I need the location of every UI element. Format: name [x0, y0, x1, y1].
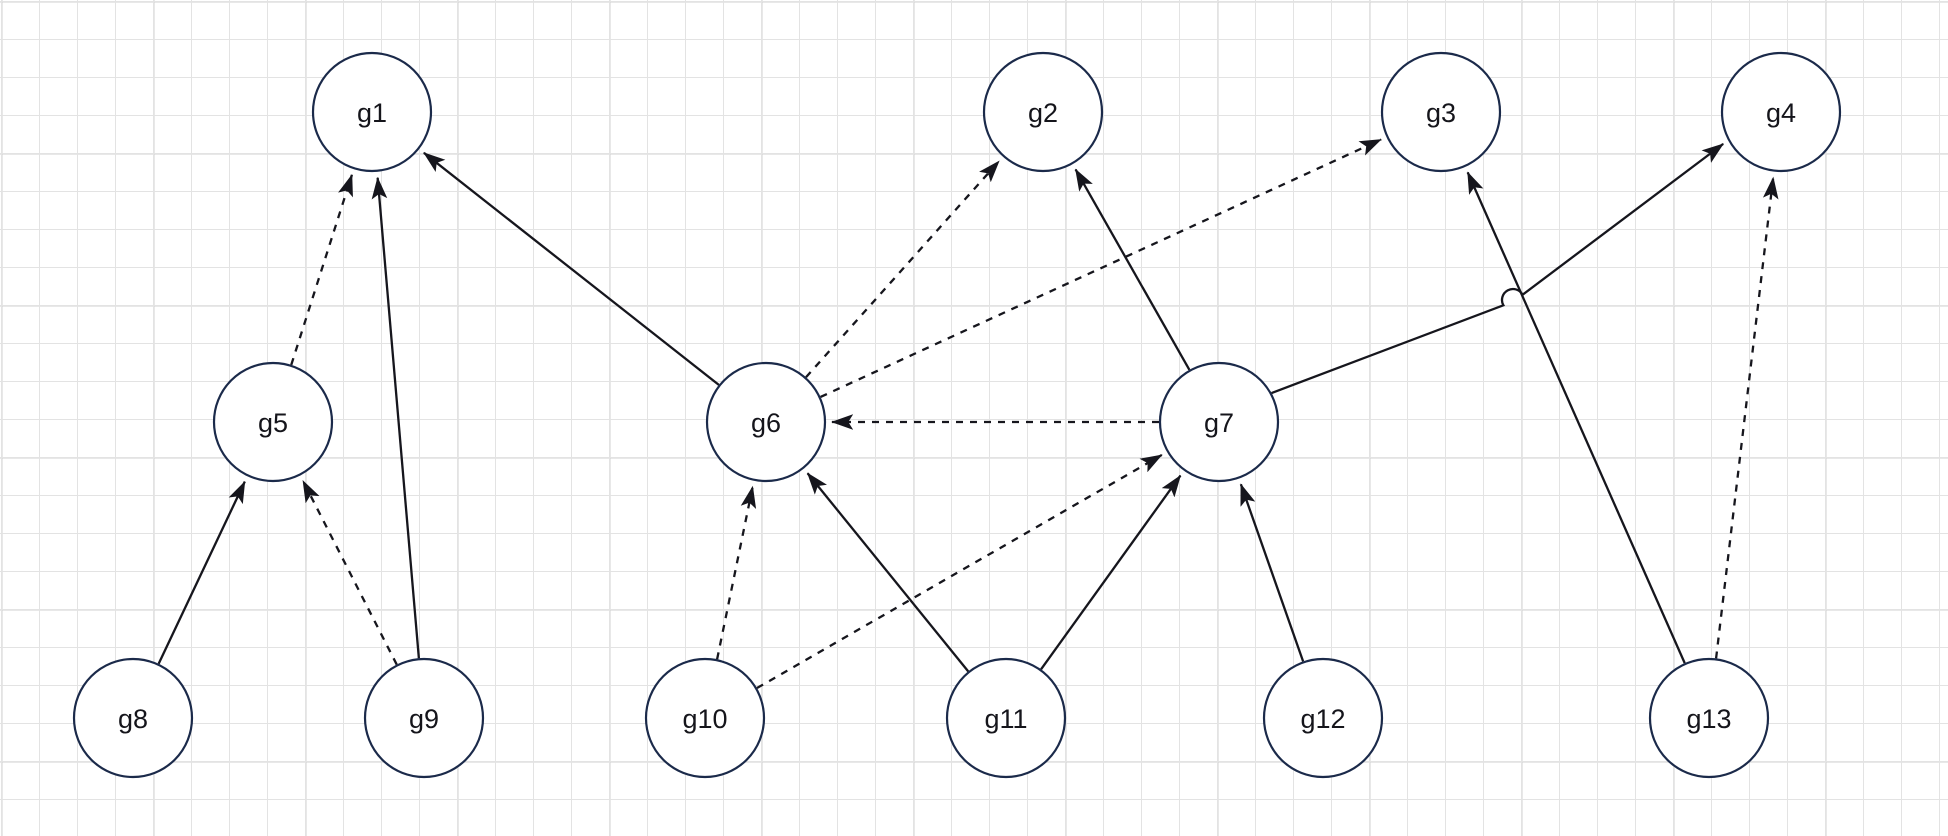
- node-circle-g12[interactable]: [1262, 657, 1384, 779]
- edge-layer: [157, 138, 1779, 690]
- node-g3[interactable]: g3: [1380, 51, 1502, 173]
- edge-g11-to-g7[interactable]: [1040, 474, 1182, 670]
- edge-g8-to-g5[interactable]: [157, 480, 246, 665]
- node-g7[interactable]: g7: [1158, 361, 1280, 483]
- node-g6[interactable]: g6: [705, 361, 827, 483]
- node-circle-g2[interactable]: [982, 51, 1104, 173]
- node-g11[interactable]: g11: [945, 657, 1067, 779]
- node-g8[interactable]: g8: [72, 657, 194, 779]
- edge-g13-to-g3[interactable]: [1466, 171, 1686, 664]
- edge-g11-to-g6[interactable]: [806, 472, 970, 673]
- node-g5[interactable]: g5: [212, 361, 334, 483]
- node-circle-g11[interactable]: [945, 657, 1067, 779]
- edge-g7-to-g4[interactable]: [1271, 142, 1724, 395]
- node-g1[interactable]: g1: [311, 51, 433, 173]
- node-circle-g4[interactable]: [1720, 51, 1842, 173]
- node-circle-g6[interactable]: [705, 361, 827, 483]
- node-circle-g3[interactable]: [1380, 51, 1502, 173]
- node-circle-g9[interactable]: [363, 657, 485, 779]
- edge-g12-to-g7[interactable]: [1239, 483, 1305, 662]
- node-g12[interactable]: g12: [1262, 657, 1384, 779]
- node-circle-g5[interactable]: [212, 361, 334, 483]
- node-g10[interactable]: g10: [644, 657, 766, 779]
- node-g13[interactable]: g13: [1648, 657, 1770, 779]
- edge-g10-to-g7[interactable]: [756, 453, 1163, 690]
- edge-g13-to-g4[interactable]: [1714, 176, 1779, 659]
- edge-g6-to-g3[interactable]: [820, 138, 1382, 399]
- edge-g10-to-g6[interactable]: [715, 485, 757, 660]
- node-g4[interactable]: g4: [1720, 51, 1842, 173]
- node-circle-g1[interactable]: [311, 51, 433, 173]
- edge-g6-to-g2[interactable]: [805, 160, 1000, 379]
- node-circle-g8[interactable]: [72, 657, 194, 779]
- node-circle-g13[interactable]: [1648, 657, 1770, 779]
- node-circle-g10[interactable]: [644, 657, 766, 779]
- edge-g9-to-g1[interactable]: [371, 176, 421, 659]
- edge-g6-to-g1[interactable]: [423, 151, 720, 386]
- edge-g5-to-g1[interactable]: [290, 173, 354, 366]
- node-circle-g7[interactable]: [1158, 361, 1280, 483]
- node-g9[interactable]: g9: [363, 657, 485, 779]
- node-g2[interactable]: g2: [982, 51, 1104, 173]
- edge-g7-to-g2[interactable]: [1074, 168, 1191, 371]
- edge-g9-to-g5[interactable]: [301, 479, 398, 666]
